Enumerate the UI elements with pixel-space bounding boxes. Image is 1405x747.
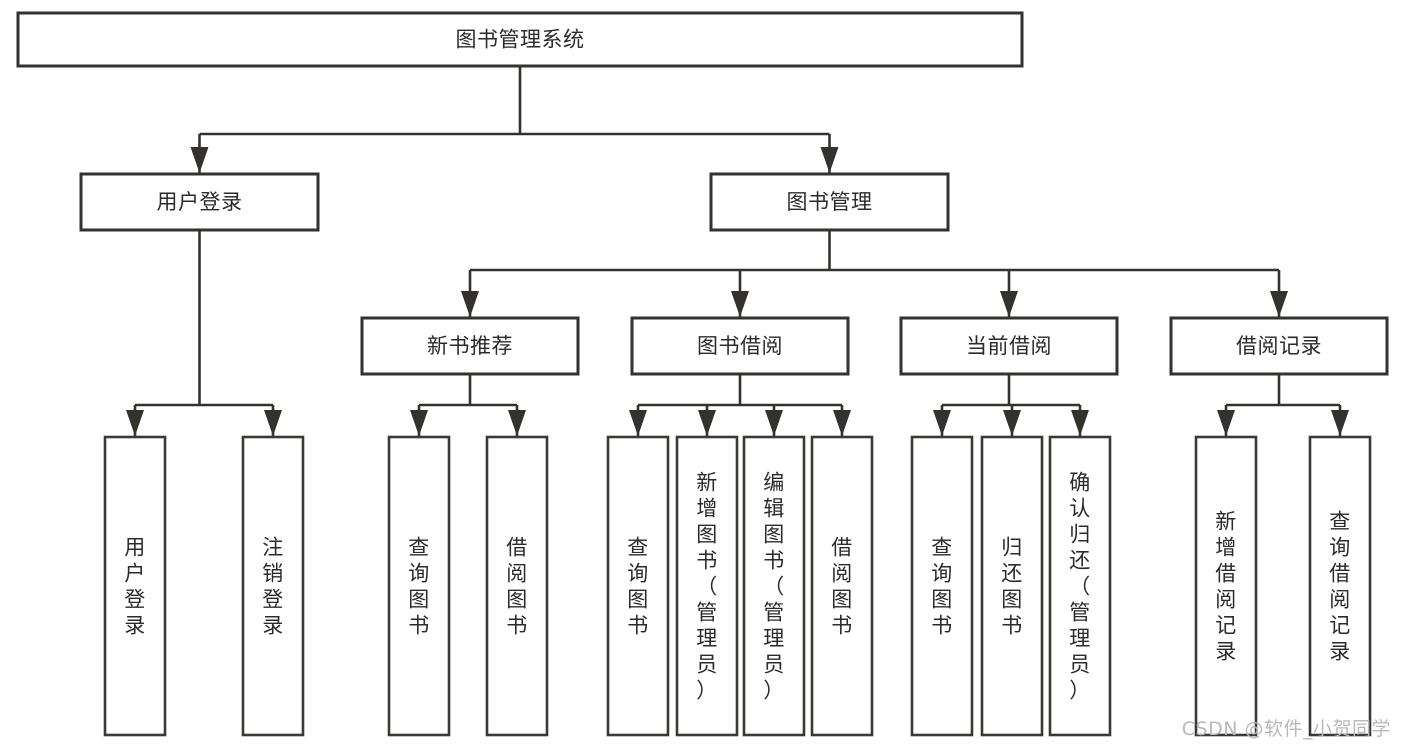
node-leaf-edit-book-label: 编辑图书（管理员）: [763, 470, 785, 702]
node-leaf-add-record-label: 新增借阅记录: [1215, 509, 1237, 663]
root-arrow-1: [820, 147, 839, 173]
node-new-book-recommend[interactable]: 新书推荐: [360, 316, 580, 376]
node-leaf-add-record[interactable]: 新增借阅记录: [1194, 435, 1258, 737]
csdn-watermark: CSDN @软件_小贺同学: [1181, 718, 1391, 740]
book-management-arrow-2: [1000, 291, 1018, 317]
node-book-borrow-outline: [630, 316, 850, 376]
group-book-borrow-arrow-3: [833, 410, 851, 436]
node-new-book-recommend-label: 新书推荐: [427, 334, 513, 358]
book-management-arrow-0: [461, 291, 479, 317]
node-leaf-borrow-book-1[interactable]: 借阅图书: [485, 435, 549, 737]
connectors-layer: [126, 66, 1349, 436]
node-leaf-edit-book[interactable]: 编辑图书（管理员）: [742, 435, 806, 737]
node-leaf-user-login[interactable]: 用户登录: [103, 435, 167, 737]
node-leaf-query-record-outline: [1308, 435, 1372, 737]
node-book-management-outline: [709, 172, 950, 232]
node-leaf-confirm-return-label: 确认归还（管理员）: [1069, 470, 1091, 702]
node-new-book-recommend-outline: [360, 316, 580, 376]
book-management-arrow-3: [1270, 291, 1288, 317]
group-book-borrow-arrow-0: [629, 410, 647, 436]
node-leaf-user-login-label: 用户登录: [124, 535, 146, 637]
node-leaf-borrow-book-1-outline: [485, 435, 549, 737]
node-book-borrow[interactable]: 图书借阅: [630, 316, 850, 376]
node-book-management[interactable]: 图书管理: [709, 172, 950, 232]
node-leaf-borrow-book-2-label: 借阅图书: [831, 535, 853, 637]
nodes-layer: 图书管理系统用户登录图书管理新书推荐图书借阅当前借阅借阅记录用户登录注销登录查询…: [16, 11, 1389, 737]
node-leaf-edit-book-outline: [742, 435, 806, 737]
node-leaf-query-book-3[interactable]: 查询图书: [910, 435, 974, 737]
node-leaf-query-book-1-outline: [387, 435, 451, 737]
node-leaf-confirm-return-outline: [1048, 435, 1112, 737]
node-leaf-query-book-2-label: 查询图书: [627, 535, 649, 637]
node-leaf-return-book-label: 归还图书: [1001, 535, 1023, 637]
node-leaf-logout-label: 注销登录: [262, 535, 284, 637]
node-borrow-record-outline: [1169, 316, 1389, 376]
node-book-borrow-label: 图书借阅: [697, 334, 783, 358]
node-current-borrow-outline: [899, 316, 1119, 376]
node-root-label: 图书管理系统: [456, 28, 585, 52]
node-leaf-return-book-outline: [980, 435, 1044, 737]
node-leaf-borrow-book-2[interactable]: 借阅图书: [810, 435, 874, 737]
group-book-borrow-arrow-1: [698, 410, 716, 436]
node-user-login-label: 用户登录: [157, 190, 243, 214]
node-leaf-query-book-1[interactable]: 查询图书: [387, 435, 451, 737]
node-user-login-outline: [79, 172, 320, 232]
node-borrow-record-label: 借阅记录: [1236, 334, 1322, 358]
group-new-book-recommend-arrow-1: [508, 410, 526, 436]
root-arrow-0: [190, 147, 209, 173]
node-leaf-add-book-label: 新增图书（管理员）: [696, 470, 718, 702]
group-new-book-recommend-arrow-0: [410, 410, 428, 436]
node-current-borrow-label: 当前借阅: [966, 334, 1052, 358]
node-leaf-logout[interactable]: 注销登录: [241, 435, 305, 737]
node-leaf-query-book-2-outline: [606, 435, 670, 737]
node-leaf-query-book-3-outline: [910, 435, 974, 737]
node-leaf-logout-outline: [241, 435, 305, 737]
group-user-login-arrow-1: [264, 410, 282, 436]
node-leaf-query-record[interactable]: 查询借阅记录: [1308, 435, 1372, 737]
node-leaf-query-book-1-label: 查询图书: [408, 535, 430, 637]
node-root[interactable]: 图书管理系统: [16, 11, 1024, 68]
node-leaf-query-record-label: 查询借阅记录: [1329, 509, 1351, 663]
group-current-borrow-arrow-0: [933, 410, 951, 436]
node-leaf-borrow-book-1-label: 借阅图书: [506, 535, 528, 637]
group-borrow-record-arrow-0: [1217, 410, 1235, 436]
group-current-borrow-arrow-1: [1003, 410, 1021, 436]
node-leaf-query-book-3-label: 查询图书: [931, 535, 953, 637]
node-leaf-add-record-outline: [1194, 435, 1258, 737]
node-leaf-borrow-book-2-outline: [810, 435, 874, 737]
group-borrow-record-arrow-1: [1331, 410, 1349, 436]
node-leaf-add-book[interactable]: 新增图书（管理员）: [675, 435, 739, 737]
node-root-outline: [16, 11, 1024, 68]
group-book-borrow-arrow-2: [765, 410, 783, 436]
node-borrow-record[interactable]: 借阅记录: [1169, 316, 1389, 376]
node-current-borrow[interactable]: 当前借阅: [899, 316, 1119, 376]
node-leaf-add-book-outline: [675, 435, 739, 737]
node-leaf-return-book[interactable]: 归还图书: [980, 435, 1044, 737]
node-user-login[interactable]: 用户登录: [79, 172, 320, 232]
node-leaf-query-book-2[interactable]: 查询图书: [606, 435, 670, 737]
node-leaf-user-login-outline: [103, 435, 167, 737]
group-user-login-arrow-0: [126, 410, 144, 436]
node-leaf-confirm-return[interactable]: 确认归还（管理员）: [1048, 435, 1112, 737]
book-management-arrow-1: [731, 291, 749, 317]
node-book-management-label: 图书管理: [787, 190, 873, 214]
group-current-borrow-arrow-2: [1071, 410, 1089, 436]
